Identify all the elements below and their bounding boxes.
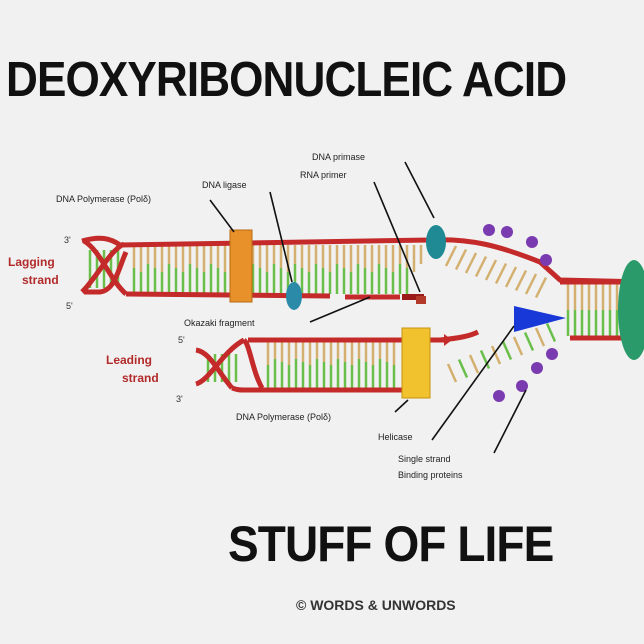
rna-primer-mark	[402, 294, 424, 300]
helicase-enzyme	[514, 306, 566, 332]
lagging-3prime-label: 3'	[64, 235, 71, 245]
copyright-notice: © WORDS & UNWORDS	[296, 597, 456, 613]
leading-strand-label-line1: Leading	[106, 353, 152, 367]
fork-unpaired-bases	[444, 245, 557, 383]
unpaired-base	[474, 255, 488, 278]
leading-helix-twist-1	[194, 337, 246, 390]
unpaired-base	[457, 358, 469, 379]
lagging-strand-base-pairs	[88, 245, 423, 294]
unpaired-base	[494, 262, 508, 285]
lagging-strand-label-line2: strand	[22, 273, 59, 287]
dna-ligase-enzyme	[286, 282, 302, 310]
unpaired-base	[534, 327, 546, 347]
dna-polymerase-bottom-label: DNA Polymerase (Polδ)	[236, 412, 331, 422]
poster-title: DEOXYRIBONUCLEIC ACID	[6, 53, 567, 107]
parent-strand-base-pairs	[566, 284, 619, 336]
unpaired-base	[454, 248, 468, 271]
leading-helix-twist-2	[231, 338, 265, 393]
unpaired-base	[545, 322, 557, 343]
lagging-5prime-label: 5'	[66, 301, 73, 311]
unpaired-base	[446, 363, 458, 383]
ssb-label-line2: Binding proteins	[398, 470, 463, 480]
unpaired-base	[534, 276, 548, 299]
lagging-helix-twist	[80, 238, 128, 296]
unpaired-base	[444, 245, 458, 267]
ssb-label-line1: Single strand	[398, 454, 451, 464]
unpaired-base	[490, 345, 502, 365]
leading-5prime-label: 5'	[178, 335, 185, 345]
rna-primer-end	[416, 296, 426, 304]
unpaired-base	[479, 349, 491, 370]
lagging-template-strand	[81, 235, 644, 285]
dna-polymerase-bottom	[401, 327, 431, 399]
leading-arrow-head	[444, 334, 452, 346]
dna-ligase-label: DNA ligase	[202, 180, 247, 190]
unpaired-base	[484, 259, 498, 281]
helicase-label: Helicase	[378, 432, 413, 442]
leader-lines	[209, 161, 527, 454]
unpaired-base	[464, 252, 478, 274]
dna-primase-label: DNA primase	[312, 152, 365, 162]
dna-primase-enzyme	[426, 225, 446, 259]
unpaired-base	[468, 354, 480, 374]
rna-primer-label: RNA primer	[300, 170, 347, 180]
unpaired-base	[501, 340, 513, 361]
single-strand-binding-proteins	[483, 224, 558, 402]
unpaired-base	[512, 336, 524, 356]
unpaired-base	[523, 331, 535, 352]
leading-3prime-label: 3'	[176, 394, 183, 404]
leading-strand-label-line2: strand	[122, 371, 159, 385]
lagging-strand-label-line1: Lagging	[8, 255, 55, 269]
poster-subtitle: STUFF OF LIFE	[228, 516, 554, 572]
leading-strand-base-pairs	[206, 342, 396, 388]
unpaired-base	[504, 266, 518, 288]
fork-hub	[618, 260, 644, 360]
dna-polymerase-top-label: DNA Polymerase (Polδ)	[56, 194, 151, 204]
unpaired-base	[514, 269, 528, 292]
okazaki-fragment-label: Okazaki fragment	[184, 318, 255, 328]
unpaired-base	[524, 273, 538, 295]
fork-lower-strand	[452, 338, 570, 384]
dna-polymerase-top	[229, 229, 253, 303]
